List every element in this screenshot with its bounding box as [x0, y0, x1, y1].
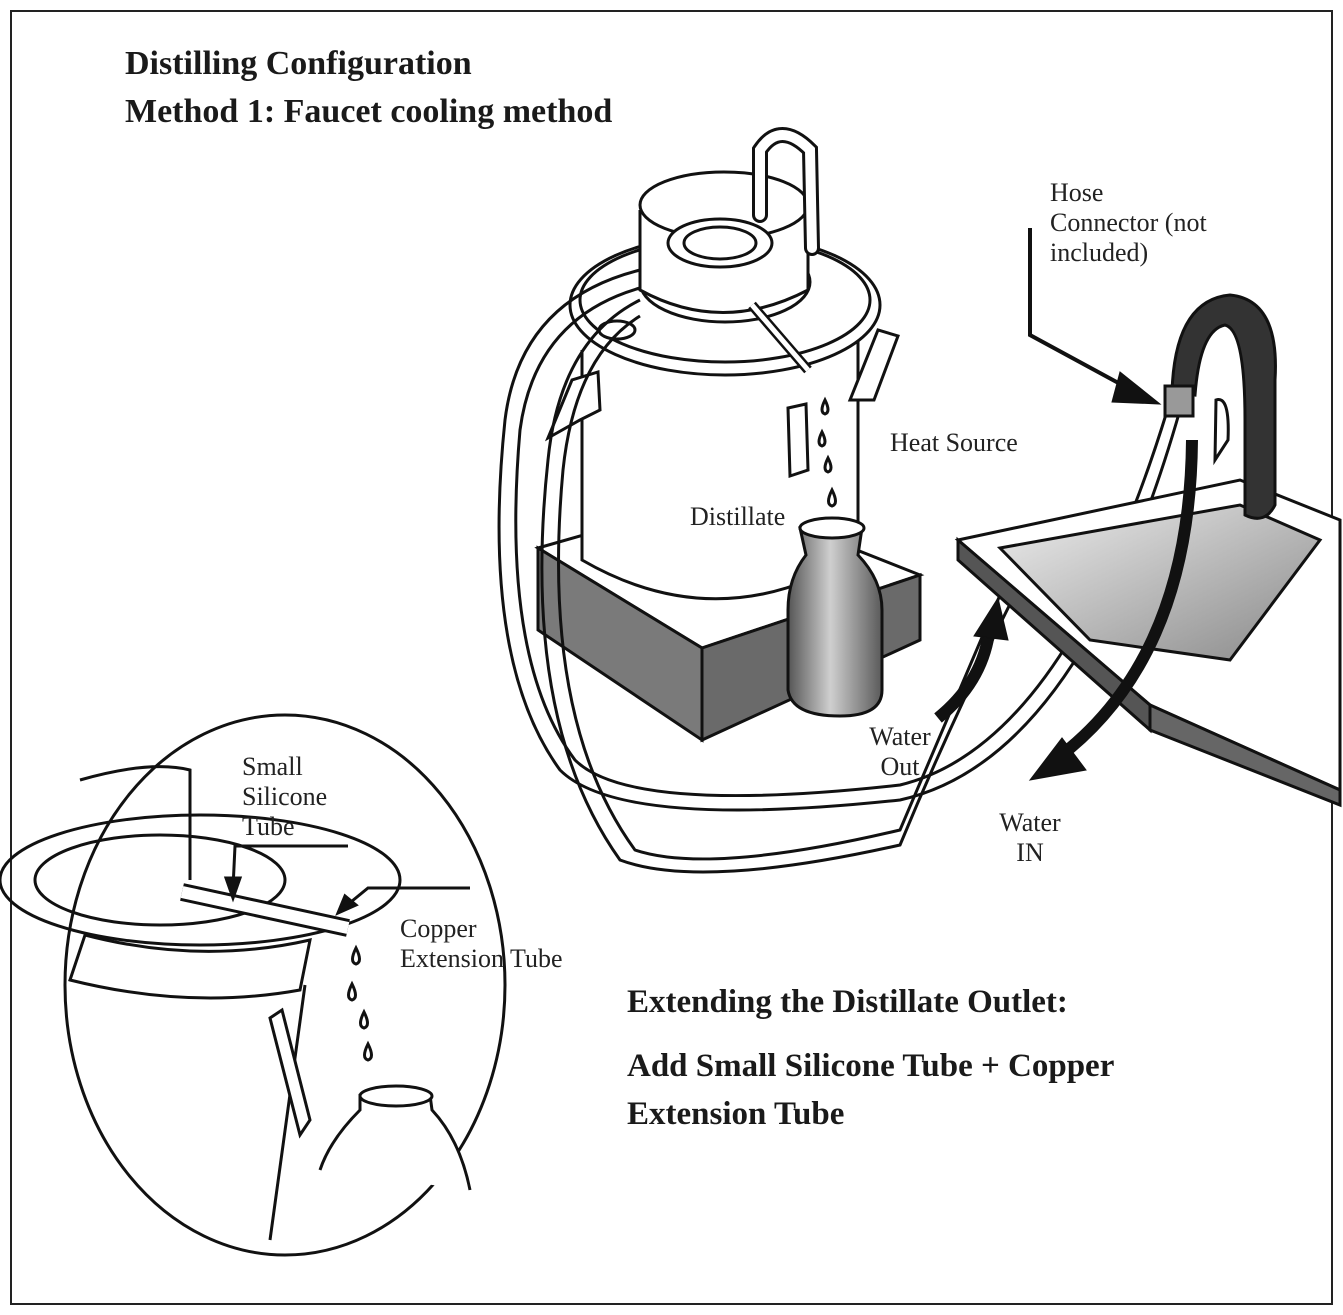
- detail-inset: [0, 713, 507, 1257]
- heat-source-label: Heat Source: [890, 428, 1018, 457]
- page-subtitle: Method 1: Faucet cooling method: [125, 93, 613, 130]
- inset-drops: [347, 944, 373, 1062]
- faucet: [1163, 293, 1277, 520]
- caption-body: Add Small Silicone Tube + Copper Extensi…: [627, 1048, 1114, 1132]
- hoses: [497, 268, 1182, 874]
- distiller-pot: [544, 127, 900, 601]
- arrows: [934, 228, 1198, 781]
- collection-jar: [786, 516, 884, 718]
- distillate-label: Distillate: [690, 502, 786, 531]
- copper-extension-tube-label: Copper Extension Tube: [400, 914, 563, 973]
- distillate-drops: [817, 396, 837, 508]
- caption-heading: Extending the Distillate Outlet:: [627, 984, 1068, 1020]
- water-in-label: Water IN: [999, 808, 1061, 867]
- page-title: Distilling Configuration: [125, 45, 472, 82]
- small-silicone-tube-label: Small Silicone Tube: [242, 752, 328, 841]
- hose-connector-label: Hose Connector (not included): [1050, 178, 1207, 267]
- water-out-label: Water Out: [869, 722, 931, 781]
- inset-leaders: [223, 844, 470, 916]
